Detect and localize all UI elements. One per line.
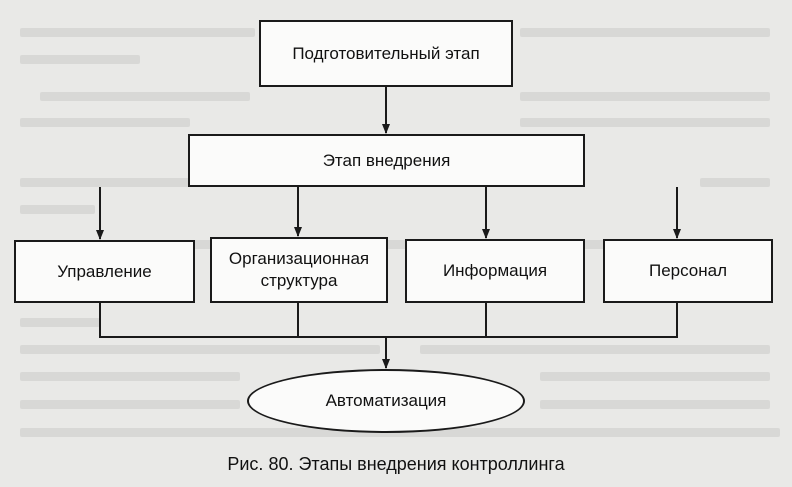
implementation-stage-box: Этап внедрения	[188, 134, 585, 187]
component-org-structure-box: Организационная структура	[210, 237, 388, 303]
component-personnel-box: Персонал	[603, 239, 773, 303]
component-information-box: Информация	[405, 239, 585, 303]
automation-ellipse: Автоматизация	[247, 369, 525, 433]
component-management-box: Управление	[14, 240, 195, 303]
figure-caption: Рис. 80. Этапы внедрения контроллинга	[227, 454, 565, 474]
collector-line	[99, 303, 678, 338]
preparatory-stage-box: Подготовительный этап	[259, 20, 513, 87]
